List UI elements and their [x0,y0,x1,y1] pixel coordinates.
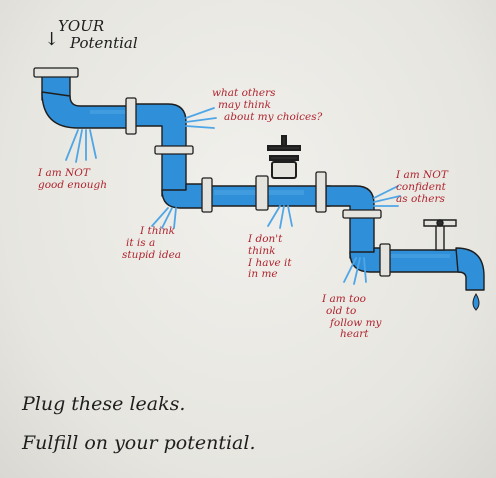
footer-message: Plug these leaks. Fulfill on your potent… [22,393,256,455]
pipe-tap-run [383,249,461,273]
leak-line: I am NOT [38,167,90,179]
leak-spray-icon [267,205,293,229]
leak-spray-icon [185,107,217,129]
water-drop-icon [472,293,480,311]
leak-line: heart [340,328,369,341]
header-arrow-icon: ↓ [44,29,60,50]
pipe-coupling [201,177,213,213]
leak-line: think [248,244,276,257]
leak-spray-icon [343,257,367,285]
leak-label-what-others-think: what others may think about my choices? [212,87,323,123]
leak-line: it is a [126,236,156,249]
footer-line: Fulfill on your potential. [22,432,256,455]
leak-line: about my choices? [224,110,323,123]
pipe-elbow-2 [161,183,211,209]
pipe-coupling [379,243,391,277]
leak-label-dont-have-it: I don't think I have it in me [248,233,292,281]
pipe-coupling [33,67,79,78]
pipe-coupling [315,171,327,213]
leak-line: follow my [330,316,382,329]
leak-line: I don't [248,233,283,245]
leak-spray-icon [151,207,177,229]
pipe-drop-1 [161,147,187,197]
tap-spout [455,247,485,291]
tap-handle-icon [423,219,457,251]
header-caption: YOUR Potential [58,18,138,52]
pipe-coupling [255,175,269,211]
leak-line: may think [218,98,271,111]
leak-line: confident [396,180,446,193]
leak-line: as others [396,192,445,205]
pipe-upper-run [129,103,187,151]
leak-line: what others [212,87,276,99]
leak-label-not-confident: I am NOT confident as others [396,169,448,205]
leak-line: stupid idea [122,248,182,261]
leak-spray-icon [65,129,97,163]
pipe-coupling [342,209,382,219]
leak-line: I am NOT [396,169,448,181]
header-line: Potential [70,33,138,52]
footer-line: Plug these leaks. [22,393,186,415]
leak-line: I have it [248,256,292,269]
pipe-coupling [125,97,137,135]
leak-label-stupid-idea: I think it is a stupid idea [122,225,182,261]
header-line: YOUR [58,17,105,35]
valve-wheel-icon [267,135,301,179]
leak-line: I think [140,225,175,237]
leak-line: in me [248,268,278,281]
leak-line: I am too [322,293,366,305]
leak-line: old to [326,304,357,317]
pipe-coupling [154,145,194,155]
leak-spray-icon [373,185,401,207]
leak-label-too-old: I am too old to follow my heart [322,293,382,341]
leak-line: good enough [38,178,107,191]
leak-label-not-good-enough: I am NOT good enough [38,167,107,192]
